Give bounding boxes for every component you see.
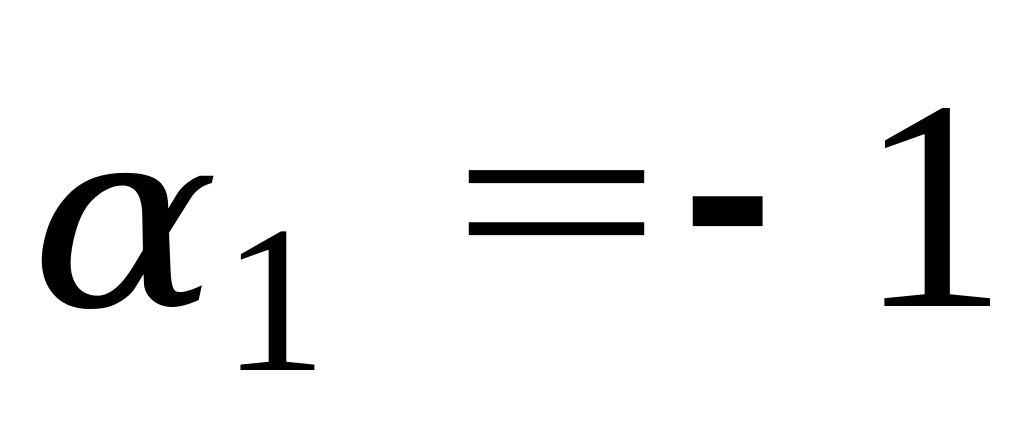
value-number: 1 — [858, 39, 1008, 371]
minus-sign: - — [682, 50, 774, 329]
equals-sign: = — [450, 58, 663, 346]
alpha-symbol: α — [30, 74, 220, 365]
subscript-index: 1 — [222, 184, 327, 416]
